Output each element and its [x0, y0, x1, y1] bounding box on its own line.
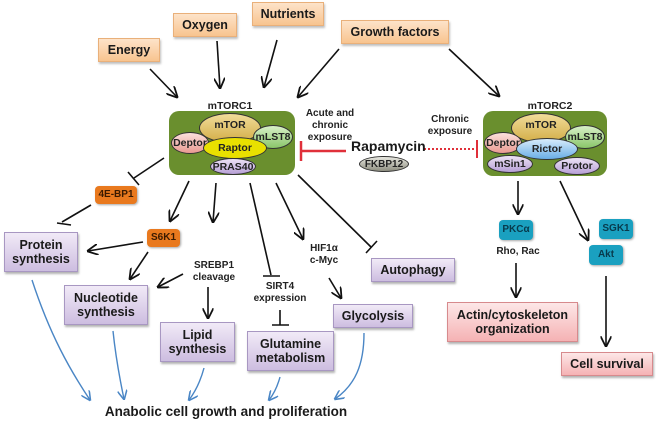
- arrow-nutrients-to-mtorc1: [264, 39, 278, 87]
- mtorc2-rictor: Rictor: [516, 138, 578, 160]
- mtorc1-raptor: Raptor: [203, 137, 267, 159]
- effector-pkca: PKCα: [499, 220, 533, 240]
- srebp1-cleavage-label: SREBP1 cleavage: [192, 260, 236, 283]
- arrow-mtorc1-hif1a: [275, 182, 303, 239]
- arrow-mtorc1-s6k1: [170, 180, 190, 221]
- effector-akt: Akt: [589, 245, 623, 265]
- arrow-growth-to-mtorc1: [298, 48, 340, 97]
- output-protein-synthesis: Protein synthesis: [4, 232, 78, 272]
- mtorc1-title: mTORC1: [207, 100, 253, 112]
- inhibit-mtorc1-4ebp1: [133, 157, 165, 179]
- arrow-protein-to-growth: [31, 279, 90, 400]
- arrow-srebp1-nucleotide: [158, 273, 184, 287]
- inhibit-mtorc1-sirt4: [249, 182, 272, 276]
- arrow-mtorc2-akt: [559, 180, 588, 240]
- arrow-glycolysis-to-growth: [335, 332, 365, 399]
- input-growth-factors: Growth factors: [341, 20, 449, 44]
- output-glycolysis: Glycolysis: [333, 304, 413, 328]
- final-output-label: Anabolic cell growth and proliferation: [104, 404, 348, 419]
- rho-rac-label: Rho, Rac: [496, 246, 540, 257]
- rapamycin-label: Rapamycin: [351, 138, 426, 154]
- input-oxygen: Oxygen: [173, 13, 237, 37]
- chronic-exposure-label: Chronic exposure: [427, 114, 473, 137]
- inhibit-bar-autophagy: [365, 240, 378, 254]
- effector-sgk1: SGK1: [599, 219, 633, 239]
- mtorc2-title: mTORC2: [527, 100, 573, 112]
- arrow-hif1a-glycolysis: [328, 277, 341, 298]
- arrow-nucleotide-to-growth: [112, 330, 124, 399]
- input-energy: Energy: [98, 38, 160, 62]
- output-autophagy: Autophagy: [371, 258, 455, 282]
- arrow-s6k1-nucleotide: [130, 251, 149, 279]
- mtorc2-msin1: mSin1: [487, 155, 533, 173]
- output-cell-survival: Cell survival: [561, 352, 653, 376]
- inhibit-4ebp1-protein: [61, 204, 92, 223]
- arrow-growth-to-mtorc2: [448, 48, 499, 96]
- acute-exposure-label: Acute and chronic exposure: [305, 108, 355, 143]
- fkbp12-oval: FKBP12: [359, 156, 409, 172]
- arrow-lipid-to-growth: [189, 367, 205, 400]
- output-actin-cytoskeleton: Actin/cytoskeleton organization: [447, 302, 578, 342]
- effector-s6k1: S6K1: [147, 229, 180, 247]
- output-glutamine-metabolism: Glutamine metabolism: [247, 331, 334, 371]
- mtorc2-mlst8: mLST8: [565, 125, 605, 149]
- inhibit-bar-4ebp1: [127, 171, 140, 186]
- hif1a-cmyc-label: HIF1α c-Myc: [309, 243, 339, 266]
- mtorc1-pras40: PRAS40: [210, 158, 256, 175]
- sirt4-expression-label: SIRT4 expression: [253, 281, 307, 304]
- mtorc2-protor: Protor: [554, 157, 600, 175]
- arrow-mtorc1-srebp1: [213, 182, 216, 222]
- mtorc1-deptor: Deptor: [171, 132, 209, 154]
- arrow-oxygen-to-mtorc1: [217, 40, 220, 88]
- arrow-glutamine-to-growth: [269, 376, 281, 400]
- inhibit-bar-protein: [56, 222, 72, 226]
- effector-4ebp1: 4E-BP1: [95, 186, 137, 204]
- inhibit-mtorc1-autophagy: [297, 174, 372, 248]
- arrow-energy-to-mtorc1: [149, 68, 177, 97]
- input-nutrients: Nutrients: [252, 2, 324, 26]
- output-lipid-synthesis: Lipid synthesis: [160, 322, 235, 362]
- mtorc1-mlst8: mLST8: [253, 125, 293, 149]
- arrow-s6k1-protein: [88, 241, 144, 251]
- output-nucleotide-synthesis: Nucleotide synthesis: [64, 285, 148, 325]
